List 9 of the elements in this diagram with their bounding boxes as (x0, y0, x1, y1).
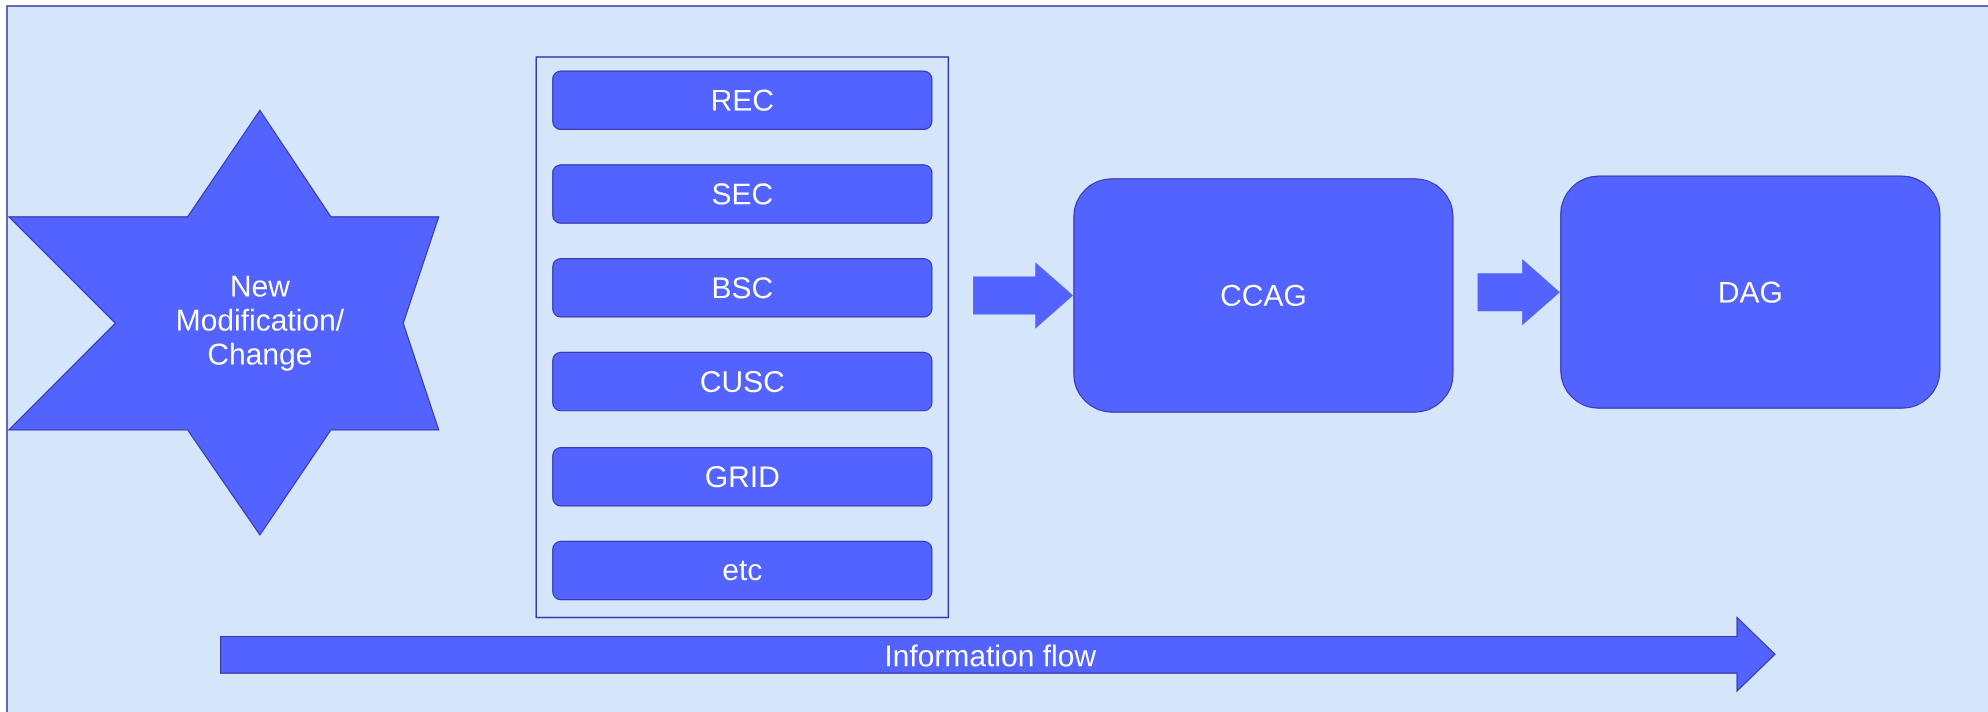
process-box: DAG (1560, 175, 1941, 409)
process-box: etc (552, 540, 933, 601)
group-box (535, 56, 950, 619)
process-box: REC (552, 70, 933, 130)
process-box: BSC (552, 258, 933, 318)
process-box: CUSC (552, 351, 933, 412)
process-box: SEC (552, 164, 933, 224)
process-box: GRID (552, 446, 933, 507)
process-box: CCAG (1073, 178, 1454, 413)
